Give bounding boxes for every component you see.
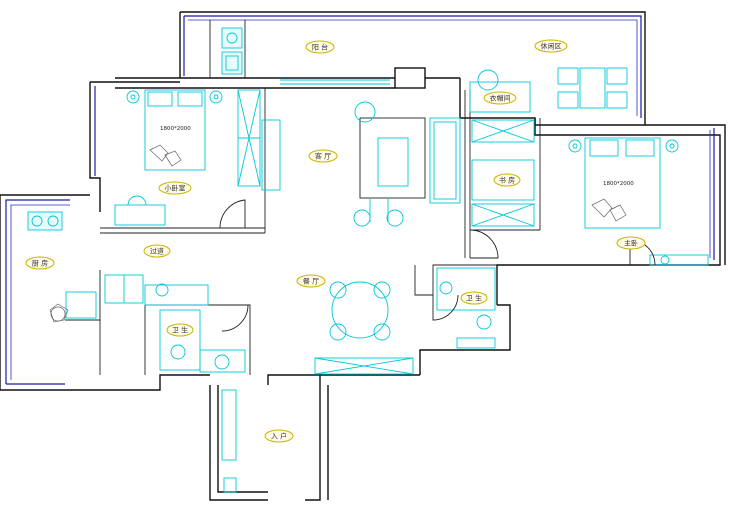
svg-text:阳 台: 阳 台 (312, 43, 328, 52)
svg-text:休闲区: 休闲区 (541, 42, 562, 51)
svg-text:入 户: 入 户 (271, 432, 287, 441)
bathroom-fixtures (159, 267, 496, 373)
svg-text:过道: 过道 (150, 247, 164, 256)
room-label-kitchen: 厨 房 (25, 256, 55, 270)
second-bed-size: 1800*2000 (160, 126, 191, 132)
study-furniture (469, 69, 535, 259)
room-label-wardrobe: 衣帽间 (483, 91, 517, 105)
svg-text:主卧: 主卧 (624, 239, 638, 248)
leisure-table-set (557, 67, 628, 109)
room-label-living-room: 客 厅 (308, 149, 338, 163)
svg-text:客 厅: 客 厅 (315, 152, 331, 161)
balcony-fixtures (221, 27, 243, 75)
living-room-furniture (353, 101, 461, 227)
svg-text:小卧室: 小卧室 (165, 184, 186, 193)
svg-text:厨 房: 厨 房 (32, 259, 48, 268)
master-bed-size: 1800*2000 (603, 181, 634, 187)
room-label-master-bedroom: 主卧 (616, 236, 646, 250)
room-label-dining-room: 餐 厅 (296, 274, 326, 288)
room-label-study: 书 房 (493, 173, 521, 187)
room-label-leisure: 休闲区 (534, 39, 568, 53)
entrance-fixtures (221, 389, 237, 493)
svg-text:书 房: 书 房 (499, 176, 515, 185)
room-label-entrance: 入 户 (264, 429, 294, 443)
room-label-balcony: 阳 台 (305, 40, 335, 54)
svg-text:衣帽间: 衣帽间 (490, 94, 511, 103)
exterior-walls (0, 11, 726, 501)
room-label-corridor: 过道 (143, 244, 171, 258)
room-label-second-bedroom: 小卧室 (158, 181, 192, 195)
dining-table-set (314, 281, 414, 375)
second-bedroom-furniture (114, 89, 281, 229)
room-label-bathroom-1: 卫 生 (166, 323, 194, 337)
interior-walls (65, 20, 541, 375)
svg-text:卫 生: 卫 生 (172, 326, 188, 335)
kitchen-furniture (27, 211, 209, 323)
svg-text:餐 厅: 餐 厅 (303, 277, 319, 286)
room-label-bathroom-2: 卫 生 (460, 291, 488, 305)
svg-text:卫 生: 卫 生 (466, 294, 482, 303)
master-bedroom-furniture (568, 137, 709, 266)
